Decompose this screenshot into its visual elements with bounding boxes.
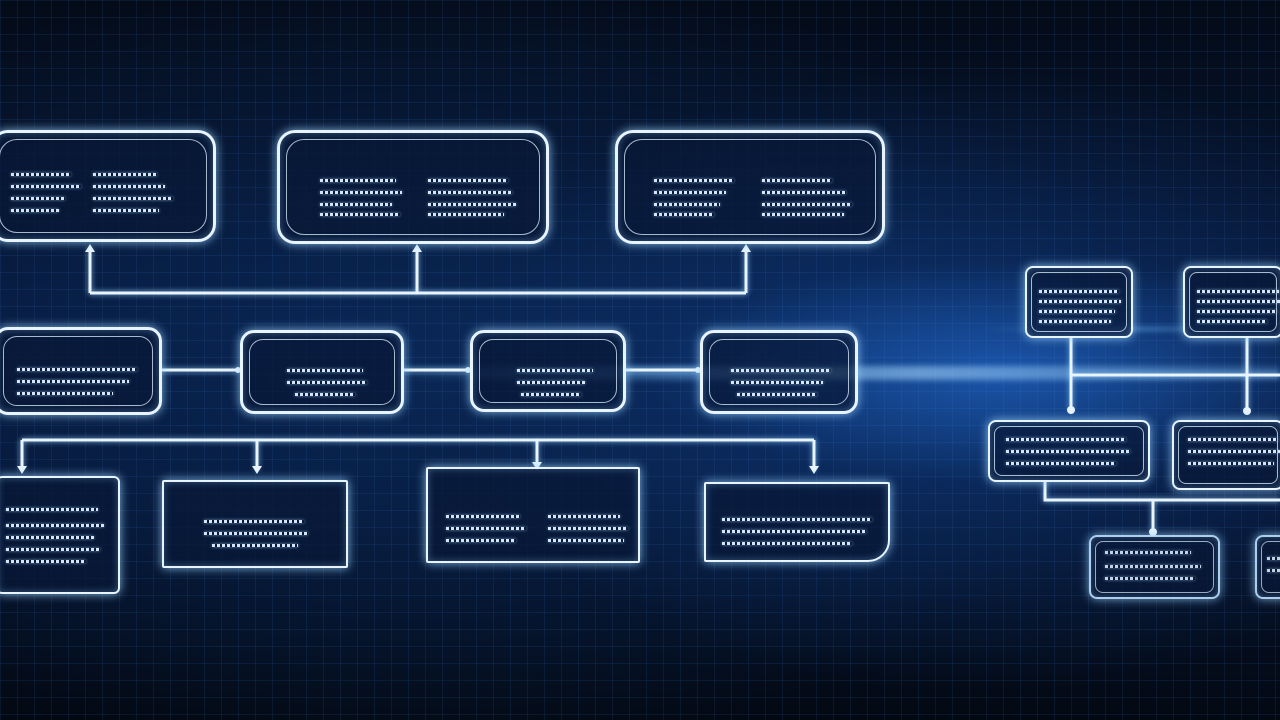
flow-node-mid-3[interactable] [470, 330, 626, 412]
flow-node-mid-2[interactable] [240, 330, 404, 414]
connector-right-cluster [1043, 337, 1280, 532]
flow-node-bottom-3[interactable] [426, 467, 640, 563]
flow-node-right-mid-2[interactable] [1172, 420, 1280, 490]
flow-node-top-3[interactable] [615, 130, 885, 244]
flow-node-bottom-4[interactable] [704, 482, 890, 562]
flow-node-mid-4[interactable] [700, 330, 858, 414]
flow-node-bottom-1[interactable] [0, 476, 120, 594]
flow-node-right-top-2[interactable] [1183, 266, 1280, 338]
flow-node-right-bottom-2[interactable] [1255, 535, 1280, 599]
flow-node-top-1[interactable] [0, 130, 216, 242]
flow-node-top-2[interactable] [277, 130, 549, 244]
flow-node-right-mid-1[interactable] [988, 420, 1150, 482]
flow-node-bottom-2[interactable] [162, 480, 348, 568]
flow-node-mid-1[interactable] [0, 327, 162, 415]
connector-bottom-bus [20, 438, 816, 470]
connector-top-bus [88, 248, 748, 295]
flow-node-right-top-1[interactable] [1025, 266, 1133, 338]
flow-node-right-bottom-1[interactable] [1089, 535, 1220, 599]
